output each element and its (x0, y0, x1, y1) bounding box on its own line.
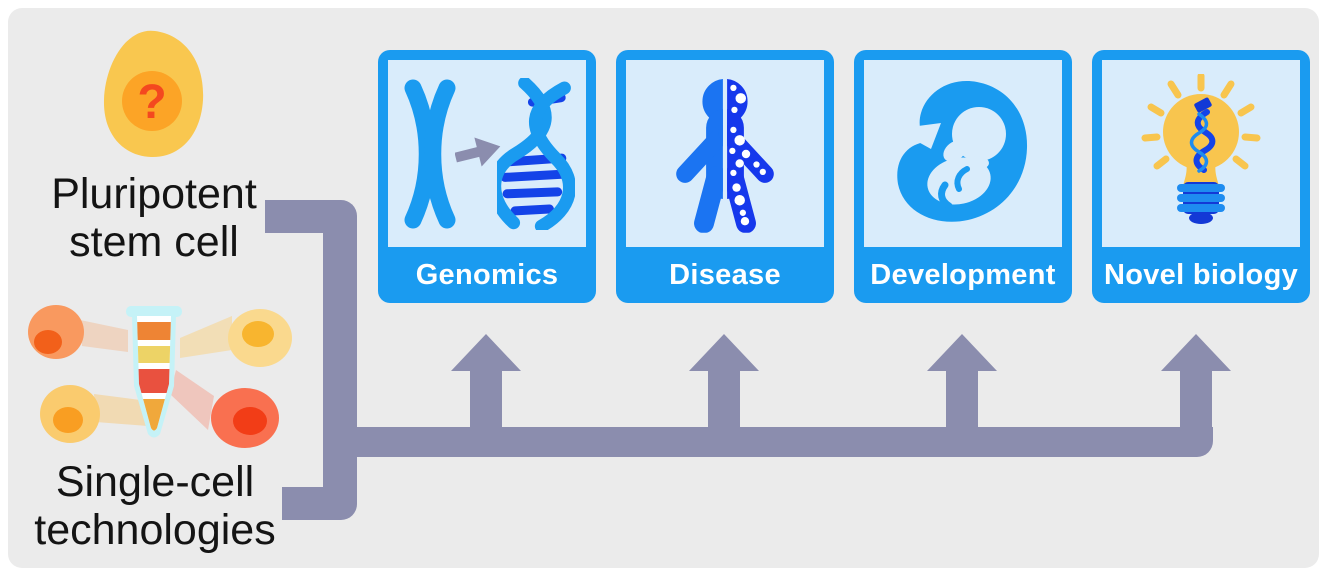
cell-top-left (28, 305, 84, 359)
tube-band-orange (137, 322, 171, 340)
chromosome-icon (404, 79, 456, 228)
arrow-to-disease (689, 334, 759, 430)
cell-top-right (228, 309, 292, 367)
development-icon-box (864, 60, 1062, 247)
disease-icon-box (626, 60, 824, 247)
single-cell-technologies-label: Single-cell technologies (5, 458, 305, 554)
single-cell-branch (282, 487, 357, 520)
tube-band-red (137, 369, 171, 393)
panel-genomics: Genomics (378, 50, 596, 303)
dna-helix-icon (497, 77, 575, 230)
single-cell-label-line2: technologies (34, 506, 276, 554)
cell-bottom-right (211, 388, 279, 448)
pluripotent-label-line1: Pluripotent (51, 170, 257, 218)
microtube-icon (126, 306, 182, 438)
split-human-icon (662, 75, 788, 233)
cell-nucleus (122, 71, 182, 131)
beam-top-left (80, 320, 128, 352)
genomics-icon-box (388, 60, 586, 247)
fetus-icon (895, 80, 1028, 222)
pluripotent-stem-cell-label: Pluripotent stem cell (24, 170, 284, 266)
development-label: Development (870, 258, 1056, 291)
disease-spots (729, 84, 766, 225)
genomics-label: Genomics (415, 258, 559, 291)
arrow-to-novel-biology (1161, 334, 1231, 430)
bulb-base (1177, 181, 1225, 224)
novel-biology-icon-box (1102, 60, 1300, 247)
stem-cell-icon: ? (103, 30, 204, 158)
transform-arrow-icon (455, 136, 501, 167)
beam-bottom-right (170, 370, 214, 430)
arrow-to-genomics (451, 334, 521, 430)
panel-disease: Disease (616, 50, 834, 303)
beam-bottom-left (94, 394, 148, 426)
arrow-to-development (927, 334, 997, 430)
fetus-limbs (938, 165, 970, 209)
single-cell-technologies-icon (28, 305, 292, 448)
dna-filament (1189, 97, 1216, 173)
panel-development: Development (854, 50, 1072, 303)
single-cell-label-line1: Single-cell (55, 458, 255, 506)
light-rays (1141, 73, 1261, 169)
horizontal-trunk (323, 427, 1213, 457)
cell-bottom-left (40, 385, 100, 443)
novel-biology-label: Novel biology (1103, 258, 1299, 291)
disease-label: Disease (669, 258, 781, 291)
beam-top-right (180, 316, 232, 358)
lightbulb-dna-icon (1141, 73, 1261, 224)
panel-novel-biology: Novel biology (1092, 50, 1310, 303)
tube-band-yellow (137, 346, 171, 363)
pluripotent-label-line2: stem cell (69, 218, 239, 266)
vertical-trunk (323, 216, 357, 504)
question-mark: ? (137, 76, 166, 129)
